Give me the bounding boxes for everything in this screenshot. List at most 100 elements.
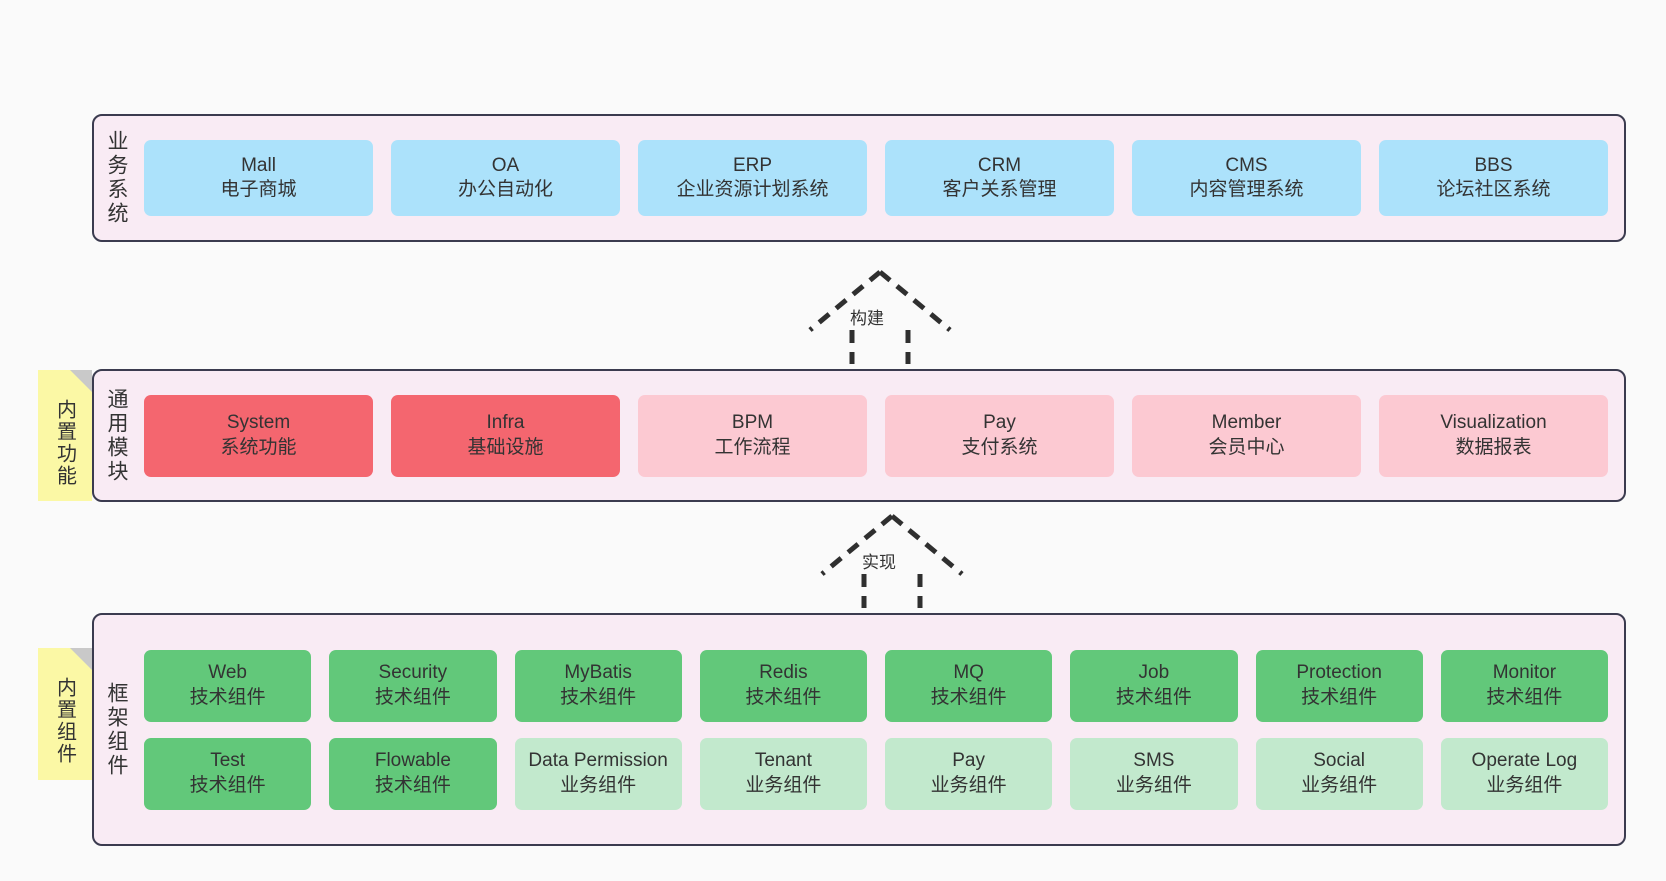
node-title: Web [208, 662, 247, 684]
node-protection[interactable]: Protection 技术组件 [1255, 649, 1423, 722]
node-crm[interactable]: CRM 客户关系管理 [885, 140, 1114, 216]
node-data-permission[interactable]: Data Permission 业务组件 [514, 737, 682, 810]
node-title: Social [1313, 750, 1365, 772]
node-subtitle: 电子商城 [220, 179, 297, 200]
node-title: Mall [241, 154, 276, 176]
node-title: CRM [977, 154, 1022, 176]
node-subtitle: 客户关系管理 [942, 179, 1057, 200]
node-mq[interactable]: MQ 技术组件 [885, 649, 1053, 722]
node-subtitle: 工作流程 [714, 436, 791, 458]
node-title: MQ [953, 662, 984, 684]
node-title: Pay [983, 412, 1016, 434]
node-sms[interactable]: SMS 业务组件 [1070, 737, 1238, 810]
node-title: Pay [952, 750, 985, 772]
node-title: BBS [1474, 154, 1513, 176]
node-subtitle: 技术组件 [560, 686, 637, 708]
node-operate-log[interactable]: Operate Log 业务组件 [1440, 737, 1608, 810]
arrow-build-icon [808, 270, 952, 364]
arrow-implement-icon [820, 514, 964, 608]
node-subtitle: 业务组件 [745, 774, 822, 796]
node-title: System [226, 412, 291, 434]
node-pay-component[interactable]: Pay 业务组件 [885, 737, 1053, 810]
node-title: Visualization [1440, 412, 1547, 434]
node-subtitle: 技术组件 [189, 774, 266, 796]
node-title: Member [1211, 412, 1282, 434]
layer-framework-components: 框架组件 Web 技术组件 Security 技术组件 MyBatis 技术组件… [92, 613, 1626, 846]
note-builtin-function: 内置功能 [38, 370, 92, 501]
node-tenant[interactable]: Tenant 业务组件 [699, 737, 867, 810]
node-title: Data Permission [528, 750, 668, 772]
node-title: SMS [1133, 750, 1175, 772]
node-subtitle: 基础设施 [467, 436, 544, 458]
node-subtitle: 技术组件 [374, 686, 451, 708]
layer-body-framework-components: Web 技术组件 Security 技术组件 MyBatis 技术组件 Redi… [138, 615, 1624, 844]
node-test[interactable]: Test 技术组件 [144, 737, 312, 810]
node-redis[interactable]: Redis 技术组件 [699, 649, 867, 722]
node-title: OA [491, 154, 520, 176]
node-subtitle: 数据报表 [1455, 436, 1532, 458]
layer-title-framework-components: 框架组件 [105, 681, 128, 778]
node-subtitle: 业务组件 [1301, 774, 1378, 796]
node-subtitle: 技术组件 [189, 686, 266, 708]
node-bbs[interactable]: BBS 论坛社区系统 [1379, 140, 1608, 216]
node-title: Monitor [1492, 662, 1557, 684]
layer-business-system: 业务系统 Mall 电子商城 OA 办公自动化 ERP 企业资源计划系统 CRM… [92, 114, 1626, 242]
layer-common-modules: 通用模块 System 系统功能 Infra 基础设施 BPM 工作流程 Pay… [92, 369, 1626, 502]
node-pay-module[interactable]: Pay 支付系统 [885, 394, 1114, 477]
node-title: Job [1138, 662, 1170, 684]
node-row: Web 技术组件 Security 技术组件 MyBatis 技术组件 Redi… [144, 649, 1608, 722]
node-job[interactable]: Job 技术组件 [1070, 649, 1238, 722]
node-title: CMS [1225, 154, 1268, 176]
node-title: Infra [486, 412, 525, 434]
node-visualization[interactable]: Visualization 数据报表 [1379, 394, 1608, 477]
node-row: Mall 电子商城 OA 办公自动化 ERP 企业资源计划系统 CRM 客户关系… [144, 140, 1608, 216]
node-title: Tenant [754, 750, 812, 772]
node-title: Operate Log [1471, 750, 1578, 772]
node-subtitle: 技术组件 [1486, 686, 1563, 708]
node-subtitle: 业务组件 [1115, 774, 1192, 796]
node-security[interactable]: Security 技术组件 [329, 649, 497, 722]
node-subtitle: 系统功能 [220, 436, 297, 458]
node-subtitle: 内容管理系统 [1189, 179, 1304, 200]
node-flowable[interactable]: Flowable 技术组件 [329, 737, 497, 810]
node-infra[interactable]: Infra 基础设施 [391, 394, 620, 477]
node-cms[interactable]: CMS 内容管理系统 [1132, 140, 1361, 216]
node-title: Security [378, 662, 448, 684]
node-subtitle: 企业资源计划系统 [676, 179, 829, 200]
layer-title-business-system: 业务系统 [105, 130, 128, 226]
node-member[interactable]: Member 会员中心 [1132, 394, 1361, 477]
node-erp[interactable]: ERP 企业资源计划系统 [638, 140, 867, 216]
node-mall[interactable]: Mall 电子商城 [144, 140, 373, 216]
node-subtitle: 技术组件 [745, 686, 822, 708]
node-subtitle: 支付系统 [961, 436, 1038, 458]
node-subtitle: 办公自动化 [457, 179, 553, 200]
node-system[interactable]: System 系统功能 [144, 394, 373, 477]
node-subtitle: 技术组件 [374, 774, 451, 796]
node-mybatis[interactable]: MyBatis 技术组件 [514, 649, 682, 722]
node-title: Test [210, 750, 246, 772]
note-label: 内置组件 [53, 677, 76, 765]
node-row: Test 技术组件 Flowable 技术组件 Data Permission … [144, 737, 1608, 810]
node-monitor[interactable]: Monitor 技术组件 [1440, 649, 1608, 722]
node-title: MyBatis [564, 662, 632, 684]
node-row: System 系统功能 Infra 基础设施 BPM 工作流程 Pay 支付系统… [144, 394, 1608, 477]
node-subtitle: 论坛社区系统 [1436, 179, 1551, 200]
arrow-implement-label: 实现 [859, 548, 899, 573]
note-builtin-component: 内置组件 [38, 648, 92, 780]
node-subtitle: 业务组件 [560, 774, 637, 796]
node-subtitle: 业务组件 [930, 774, 1007, 796]
node-oa[interactable]: OA 办公自动化 [391, 140, 620, 216]
node-subtitle: 技术组件 [1301, 686, 1378, 708]
node-social[interactable]: Social 业务组件 [1255, 737, 1423, 810]
node-title: Flowable [374, 750, 451, 772]
node-web[interactable]: Web 技术组件 [144, 649, 312, 722]
node-title: BPM [731, 412, 774, 434]
arrow-implement: 实现 [812, 512, 972, 612]
layer-body-common-modules: System 系统功能 Infra 基础设施 BPM 工作流程 Pay 支付系统… [138, 371, 1624, 500]
node-subtitle: 会员中心 [1208, 436, 1285, 458]
arrow-build: 构建 [800, 268, 960, 368]
node-title: ERP [732, 154, 773, 176]
node-bpm[interactable]: BPM 工作流程 [638, 394, 867, 477]
node-subtitle: 技术组件 [930, 686, 1007, 708]
